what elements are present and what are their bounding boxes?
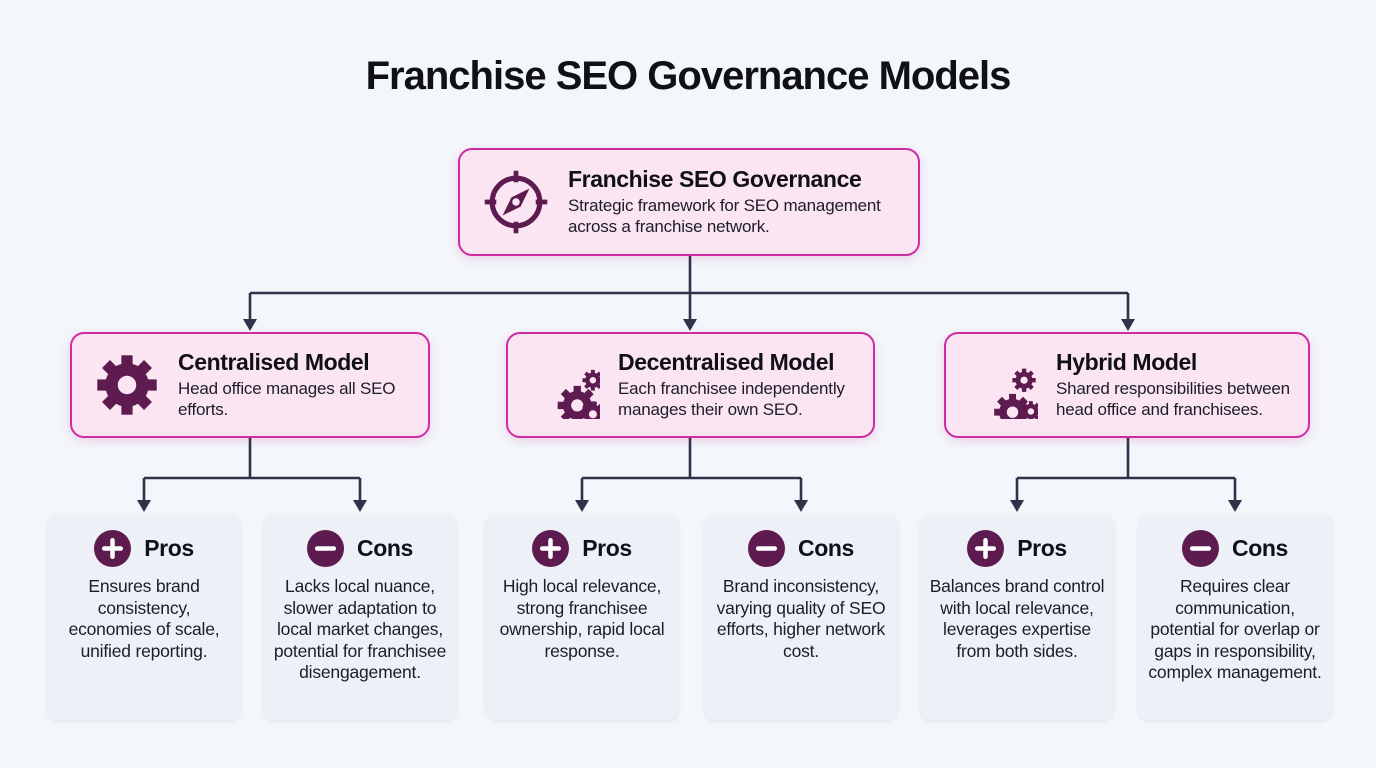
node-hybrid-model: Hybrid Model Shared responsibilities bet… bbox=[944, 332, 1310, 438]
card-text: Ensures brand consistency, economies of … bbox=[68, 576, 220, 661]
node-text: Franchise SEO Governance Strategic frame… bbox=[568, 166, 900, 237]
gear-icon bbox=[94, 352, 160, 418]
compass-icon bbox=[482, 168, 550, 236]
card-header: Cons bbox=[705, 530, 897, 567]
node-description: Shared responsibilities between head off… bbox=[1056, 379, 1290, 419]
plus-icon bbox=[532, 530, 570, 567]
card-label: Cons bbox=[1232, 535, 1288, 561]
node-description: Head office manages all SEO efforts. bbox=[178, 379, 396, 419]
card-label: Pros bbox=[144, 535, 194, 561]
node-title: Hybrid Model bbox=[1056, 349, 1197, 376]
node-decentralised-model: Decentralised Model Each franchisee inde… bbox=[506, 332, 875, 438]
minus-icon bbox=[307, 530, 345, 567]
gears-icon bbox=[530, 351, 600, 419]
card-text: Requires clear communication, potential … bbox=[1148, 576, 1322, 683]
card-label: Pros bbox=[1017, 535, 1067, 561]
gears-icon bbox=[968, 351, 1038, 419]
card-label: Cons bbox=[357, 535, 413, 561]
card-text: Lacks local nuance, slower adaptation to… bbox=[273, 576, 447, 683]
card-text: Balances brand control with local releva… bbox=[929, 576, 1105, 661]
plus-icon bbox=[94, 530, 132, 567]
card-label: Cons bbox=[798, 535, 854, 561]
card-decentralised-pros: Pros High local relevance, strong franch… bbox=[486, 515, 678, 720]
card-header: Cons bbox=[1139, 530, 1331, 567]
page-title: Franchise SEO Governance Models bbox=[365, 54, 1012, 98]
card-header: Cons bbox=[264, 530, 456, 567]
card-centralised-pros: Pros Ensures brand consistency, economie… bbox=[48, 515, 240, 720]
card-decentralised-cons: Cons Brand inconsistency, varying qualit… bbox=[705, 515, 897, 720]
card-header: Pros bbox=[48, 530, 240, 567]
card-hybrid-cons: Cons Requires clear communication, poten… bbox=[1139, 515, 1331, 720]
plus-icon bbox=[967, 530, 1005, 567]
node-title: Decentralised Model bbox=[618, 349, 835, 376]
card-centralised-cons: Cons Lacks local nuance, slower adaptati… bbox=[264, 515, 456, 720]
card-label: Pros bbox=[582, 535, 632, 561]
minus-icon bbox=[1182, 530, 1220, 567]
node-centralised-model: Centralised Model Head office manages al… bbox=[70, 332, 430, 438]
node-title: Centralised Model bbox=[178, 349, 370, 376]
card-header: Pros bbox=[486, 530, 678, 567]
card-text: High local relevance, strong franchisee … bbox=[499, 576, 665, 661]
card-hybrid-pros: Pros Balances brand control with local r… bbox=[921, 515, 1113, 720]
node-text: Centralised Model Head office manages al… bbox=[178, 349, 410, 420]
node-text: Hybrid Model Shared responsibilities bet… bbox=[1056, 349, 1290, 420]
card-text: Brand inconsistency, varying quality of … bbox=[716, 576, 886, 661]
node-franchise-seo-governance: Franchise SEO Governance Strategic frame… bbox=[458, 148, 920, 256]
node-text: Decentralised Model Each franchisee inde… bbox=[618, 349, 855, 420]
node-description: Strategic framework for SEO management a… bbox=[568, 196, 881, 236]
node-description: Each franchisee independently manages th… bbox=[618, 379, 845, 419]
card-header: Pros bbox=[921, 530, 1113, 567]
minus-icon bbox=[748, 530, 786, 567]
node-title: Franchise SEO Governance bbox=[568, 166, 862, 193]
